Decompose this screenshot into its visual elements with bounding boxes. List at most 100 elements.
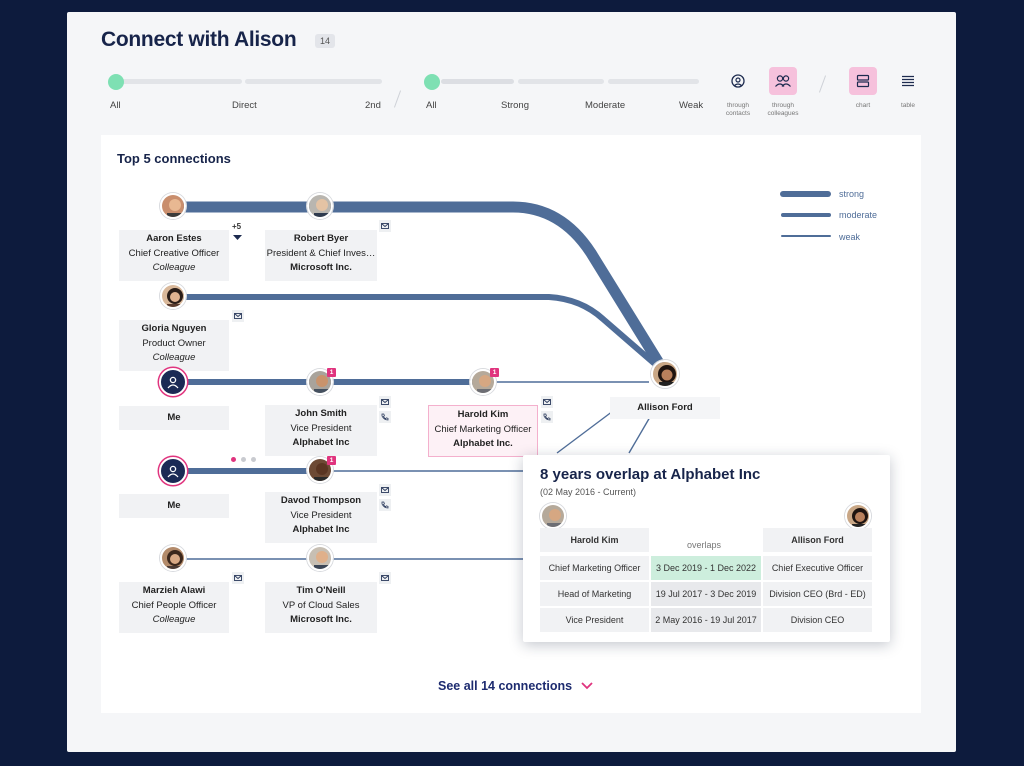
connection-card-robert-byer[interactable]: Robert Byer President & Chief Inves… Mic… [265,230,377,281]
overlap-right-role: Division CEO (Brd - ED) [763,582,872,606]
degree-track-segment-1[interactable] [114,79,242,84]
strength-track-segment-1[interactable] [441,79,514,84]
avatar-robert-byer[interactable] [307,193,333,219]
degree-track-segment-2[interactable] [245,79,382,84]
strength-label-moderate[interactable]: Moderate [585,100,626,111]
my-avatar-2[interactable] [159,457,187,485]
avatar-marzieh-alawi[interactable] [160,545,186,571]
avatar-aaron-estes[interactable] [160,193,186,219]
page-title: Connect with Alison [101,28,297,51]
strength-label-all[interactable]: All [426,100,437,111]
overlap-left-role: Vice President [540,608,649,632]
person-role: President & Chief Inves… [266,247,376,259]
overlap-mid-header: overlaps [687,540,722,550]
more-connections-count[interactable]: +5 [232,222,242,231]
through-colleagues-label: through colleagues [767,102,799,117]
avatar-davod-thompson[interactable] [307,457,333,483]
email-icon[interactable] [379,396,391,408]
phone-icon[interactable] [379,499,391,511]
see-all-connections-link[interactable]: See all 14 connections [438,679,573,693]
pager-dot[interactable] [241,457,246,462]
person-company: Alphabet Inc [292,437,350,448]
chart-view-label: chart [855,102,871,109]
email-icon[interactable] [232,310,244,322]
avatar-harold-kim[interactable] [470,369,496,395]
overlap-left-name: Harold Kim [540,528,649,552]
through-colleagues-button[interactable] [769,67,797,95]
connection-card-tim-oneill[interactable]: Tim O'Neill VP of Cloud Sales Microsoft … [265,582,377,633]
avatar-tim-oneill[interactable] [307,545,333,571]
strength-label-weak[interactable]: Weak [679,100,704,111]
degree-label-2nd[interactable]: 2nd [365,100,381,111]
person-tag: Colleague [152,614,196,625]
person-role: Product Owner [142,337,206,349]
user-icon [167,465,179,478]
person-name: Davod Thompson [280,495,362,506]
legend-moderate-label: moderate [839,210,878,220]
connection-card-me-2[interactable]: Me [119,494,229,518]
through-contacts-button[interactable] [724,67,752,95]
chevron-down-icon[interactable] [581,682,593,690]
target-card-allison-ford[interactable]: Allison Ford [610,397,720,419]
avatar-harold-kim-popup [540,503,566,529]
strength-slider-knob[interactable] [424,74,440,90]
strong-path-row1 [167,201,668,374]
overlap-period: 19 Jul 2017 - 3 Dec 2019 [651,582,761,606]
phone-icon[interactable] [541,411,553,423]
person-company: Microsoft Inc. [290,614,352,625]
connection-card-gloria-nguyen[interactable]: Gloria Nguyen Product Owner Colleague [119,320,229,371]
connection-count-badge: 14 [315,34,336,48]
at-contacts-icon [731,74,745,88]
avatar-gloria-nguyen[interactable] [160,283,186,309]
person-company: Alphabet Inc. [453,438,513,449]
strength-label-strong[interactable]: Strong [501,100,529,111]
strength-track-segment-2[interactable] [518,79,604,84]
connection-card-john-smith[interactable]: John Smith Vice President Alphabet Inc [265,405,377,456]
strength-track-segment-3[interactable] [608,79,699,84]
email-icon[interactable] [232,572,244,584]
email-icon[interactable] [379,220,391,232]
connection-card-me[interactable]: Me [119,406,229,430]
colleagues-icon [775,75,791,87]
person-tag: Colleague [152,262,196,273]
overlap-left-role: Head of Marketing [540,582,649,606]
pager-dot-active[interactable] [231,457,236,462]
overlap-right-role: Division CEO [763,608,872,632]
connection-card-aaron-estes[interactable]: Aaron Estes Chief Creative Officer Colle… [119,230,229,281]
person-role: Vice President [290,509,352,521]
overlap-popup: 8 years overlap at Alphabet Inc (02 May … [523,455,890,642]
legend-weak-label: weak [839,232,861,242]
connection-card-harold-kim[interactable]: Harold Kim Chief Marketing Officer Alpha… [428,405,538,457]
person-tag: Colleague [152,352,196,363]
avatar-allison-ford[interactable] [651,360,679,388]
person-name: Harold Kim [457,409,509,420]
email-icon[interactable] [379,572,391,584]
legend-strong-line [780,191,831,197]
phone-icon[interactable] [379,411,391,423]
my-avatar[interactable] [159,368,187,396]
person-name: Me [167,500,181,511]
degree-label-all[interactable]: All [110,100,121,111]
panel-title: Top 5 connections [117,151,231,166]
overlap-subtitle: (02 May 2016 - Current) [540,487,637,497]
person-name: Gloria Nguyen [141,323,207,334]
table-view-button[interactable] [894,67,922,95]
person-name: Tim O'Neill [296,585,346,596]
person-name: John Smith [295,408,347,419]
email-icon[interactable] [541,396,553,408]
email-icon[interactable] [379,484,391,496]
connection-card-marzieh-alawi[interactable]: Marzieh Alawi Chief People Officer Colle… [119,582,229,633]
chart-view-button[interactable] [849,67,877,95]
person-role: Chief Marketing Officer [434,423,532,435]
degree-slider-knob[interactable] [108,74,124,90]
pager-dot[interactable] [251,457,256,462]
connection-card-davod-thompson[interactable]: Davod Thompson Vice President Alphabet I… [265,492,377,543]
legend-weak-line [781,235,831,237]
expand-chevron-icon[interactable] [233,235,242,241]
person-role: Chief Creative Officer [128,247,220,259]
person-name: Aaron Estes [146,233,202,244]
degree-label-direct[interactable]: Direct [232,100,257,111]
user-icon [167,376,179,389]
avatar-john-smith[interactable] [307,369,333,395]
chart-view-icon [856,74,870,88]
